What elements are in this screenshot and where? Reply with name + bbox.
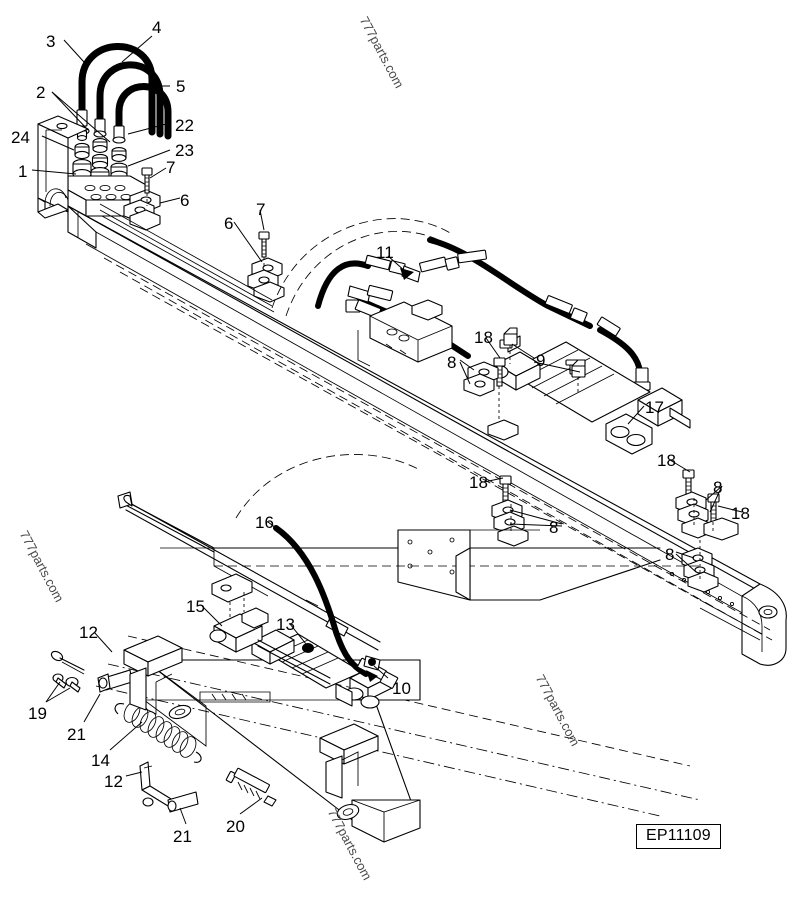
upper-bracket-15 — [211, 573, 253, 618]
hydraulic-cylinder-upper — [491, 335, 691, 455]
pivot-pin-13 — [302, 643, 314, 653]
callout-1: 1 — [18, 162, 28, 181]
callout-7b: 7 — [256, 200, 266, 219]
bolt-20 — [225, 767, 277, 807]
cotter-pin-12b — [139, 761, 177, 807]
clamp-group-b — [491, 475, 529, 547]
callout-18c: 18 — [469, 473, 488, 492]
callout-23: 23 — [175, 141, 194, 160]
callout-15: 15 — [186, 597, 205, 616]
clamp-group-c — [675, 469, 739, 541]
callout-8b: 8 — [713, 478, 723, 497]
cylinder-port-fittings — [503, 327, 586, 392]
callout-16: 16 — [255, 513, 274, 532]
hose-group-upper — [76, 43, 172, 141]
cylinder-gland-15 — [209, 607, 331, 685]
callout-21a: 21 — [67, 725, 86, 744]
callout-14: 14 — [91, 751, 110, 770]
boom-bracket-plate — [357, 299, 453, 367]
callout-6a: 6 — [180, 191, 190, 210]
callout-7a: 7 — [166, 158, 176, 177]
washer-lower-right — [336, 803, 360, 821]
mount-pedestal-right — [319, 723, 379, 799]
callout-8a: 8 — [447, 353, 457, 372]
callout-6b: 6 — [224, 214, 234, 233]
callout-17: 17 — [645, 398, 664, 417]
cotter-pin-12a — [50, 650, 85, 675]
callout-22: 22 — [175, 116, 194, 135]
callout-4: 4 — [152, 18, 162, 37]
boom-hose-routing — [99, 203, 275, 313]
callout-18a: 18 — [474, 328, 493, 347]
clamp-group-d — [681, 540, 719, 593]
callout-13: 13 — [276, 615, 295, 634]
link-rod-left — [97, 669, 133, 693]
mount-pedestal-left — [123, 635, 183, 715]
lower-frame-rail — [95, 635, 701, 843]
hose-assembly-middle — [315, 237, 651, 395]
hydraulic-cylinder-lower — [251, 629, 393, 709]
callout-3: 3 — [46, 32, 56, 51]
callout-2: 2 — [36, 83, 46, 102]
callout-8c: 8 — [549, 518, 559, 537]
hose-path-guides — [235, 218, 453, 519]
callout-12b: 12 — [104, 772, 123, 791]
callout-20: 20 — [226, 817, 245, 836]
callout-5: 5 — [176, 77, 186, 96]
callout-19: 19 — [28, 704, 47, 723]
hose-clamp-assembly-2 — [247, 231, 285, 303]
callout-24: 24 — [11, 128, 30, 147]
link-rod-lower — [167, 791, 199, 813]
callout-18d: 18 — [731, 504, 750, 523]
hose-clamp-assembly-1 — [123, 167, 161, 231]
leader-lines — [31, 35, 743, 825]
secondary-frame-member — [117, 491, 700, 601]
callout-18b: 18 — [657, 451, 676, 470]
pins-19 — [52, 673, 81, 693]
main-boom — [67, 205, 787, 666]
callout-9: 9 — [536, 351, 546, 370]
callout-21b: 21 — [173, 827, 192, 846]
washer-ring — [168, 704, 192, 720]
callout-10: 10 — [392, 679, 411, 698]
callout-11: 11 — [376, 243, 394, 262]
callout-12a: 12 — [79, 623, 98, 642]
callout-8d: 8 — [665, 545, 675, 564]
part-number-label: EP11109 — [636, 824, 721, 849]
